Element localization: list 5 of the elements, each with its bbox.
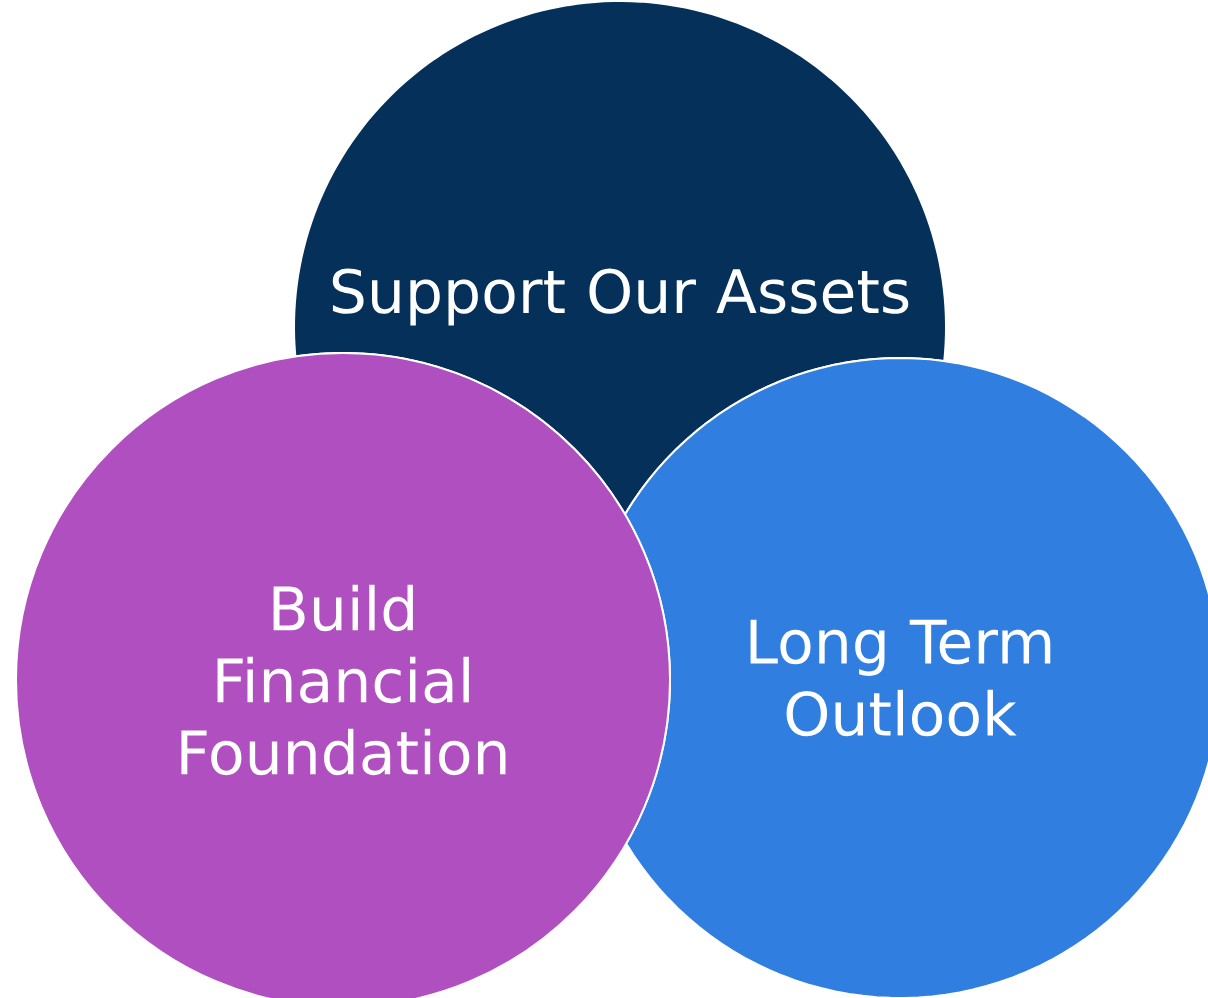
circle [624,357,1208,998]
circle-label: Support Our Assets [332,268,909,326]
circle [15,352,671,998]
circle-label: Build Financial Foundation [181,584,506,776]
circle-label: Long Term Outlook [750,619,1051,737]
